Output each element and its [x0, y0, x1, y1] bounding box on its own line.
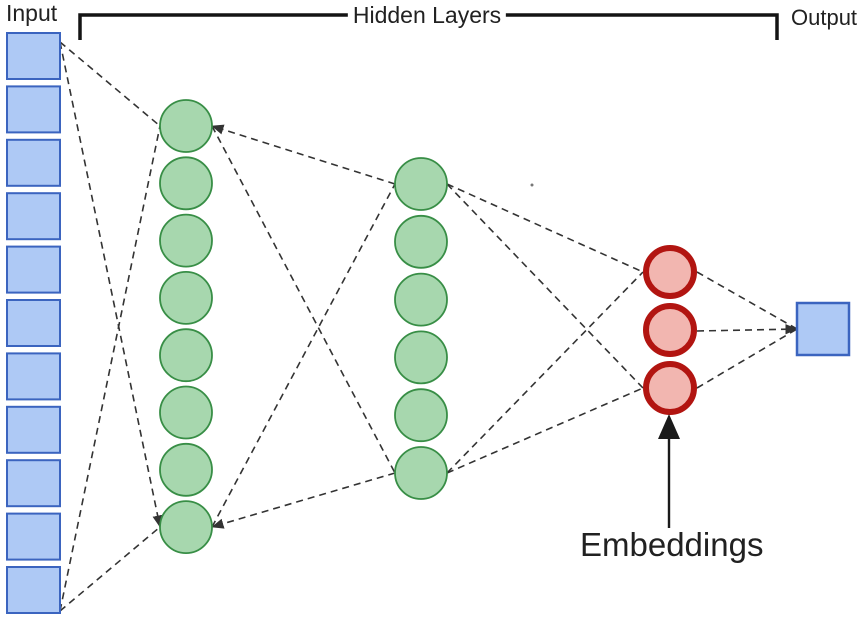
- hidden-layers-label: Hidden Layers: [347, 2, 507, 29]
- hidden1-node: [159, 270, 213, 325]
- connection-line: [446, 183, 644, 389]
- embeddings-node: [643, 303, 697, 357]
- input-node: [6, 85, 61, 134]
- embeddings-pointer-arrowhead-icon: [658, 414, 680, 439]
- embeddings-node: [643, 245, 697, 299]
- connection-line: [59, 125, 161, 612]
- output-label: Output: [791, 5, 858, 30]
- connection-line: [446, 271, 644, 474]
- hidden1-node: [159, 328, 213, 383]
- input-node: [6, 245, 61, 294]
- input-node: [6, 405, 61, 454]
- connection-line: [446, 387, 644, 474]
- input-node: [6, 299, 61, 347]
- input-label: Input: [6, 0, 58, 26]
- input-node: [6, 512, 61, 561]
- input-node: [6, 352, 61, 401]
- connection-line: [211, 124, 396, 185]
- connection-line: [59, 41, 163, 528]
- connection-line: [211, 472, 396, 529]
- connection-line: [696, 271, 798, 330]
- connection-line: [59, 526, 161, 612]
- connection-line: [446, 183, 644, 273]
- hidden1-node: [159, 385, 213, 440]
- hidden2-node: [394, 388, 448, 443]
- stray-dot: [530, 183, 534, 187]
- connection-line: [211, 125, 396, 474]
- connection-line: [59, 41, 161, 127]
- hidden2-node: [394, 330, 448, 385]
- hidden2-node: [394, 272, 448, 327]
- hidden2-node: [394, 157, 448, 211]
- hidden1-node: [159, 99, 213, 153]
- connection-line: [696, 324, 798, 335]
- hidden2-node: [394, 446, 448, 500]
- output-node: [795, 301, 851, 357]
- input-node: [6, 566, 61, 614]
- hidden1-node: [159, 500, 213, 554]
- hidden1-node: [159, 213, 213, 268]
- input-node: [6, 192, 61, 241]
- input-node: [6, 459, 61, 508]
- input-node: [6, 32, 61, 80]
- hidden1-node: [159, 156, 213, 211]
- input-node: [6, 138, 61, 187]
- connection-line: [696, 328, 798, 389]
- embeddings-node: [643, 361, 697, 415]
- hidden2-node: [394, 214, 448, 269]
- hidden1-node: [159, 442, 213, 497]
- embeddings-label: Embeddings: [580, 526, 764, 563]
- connection-line: [211, 183, 396, 528]
